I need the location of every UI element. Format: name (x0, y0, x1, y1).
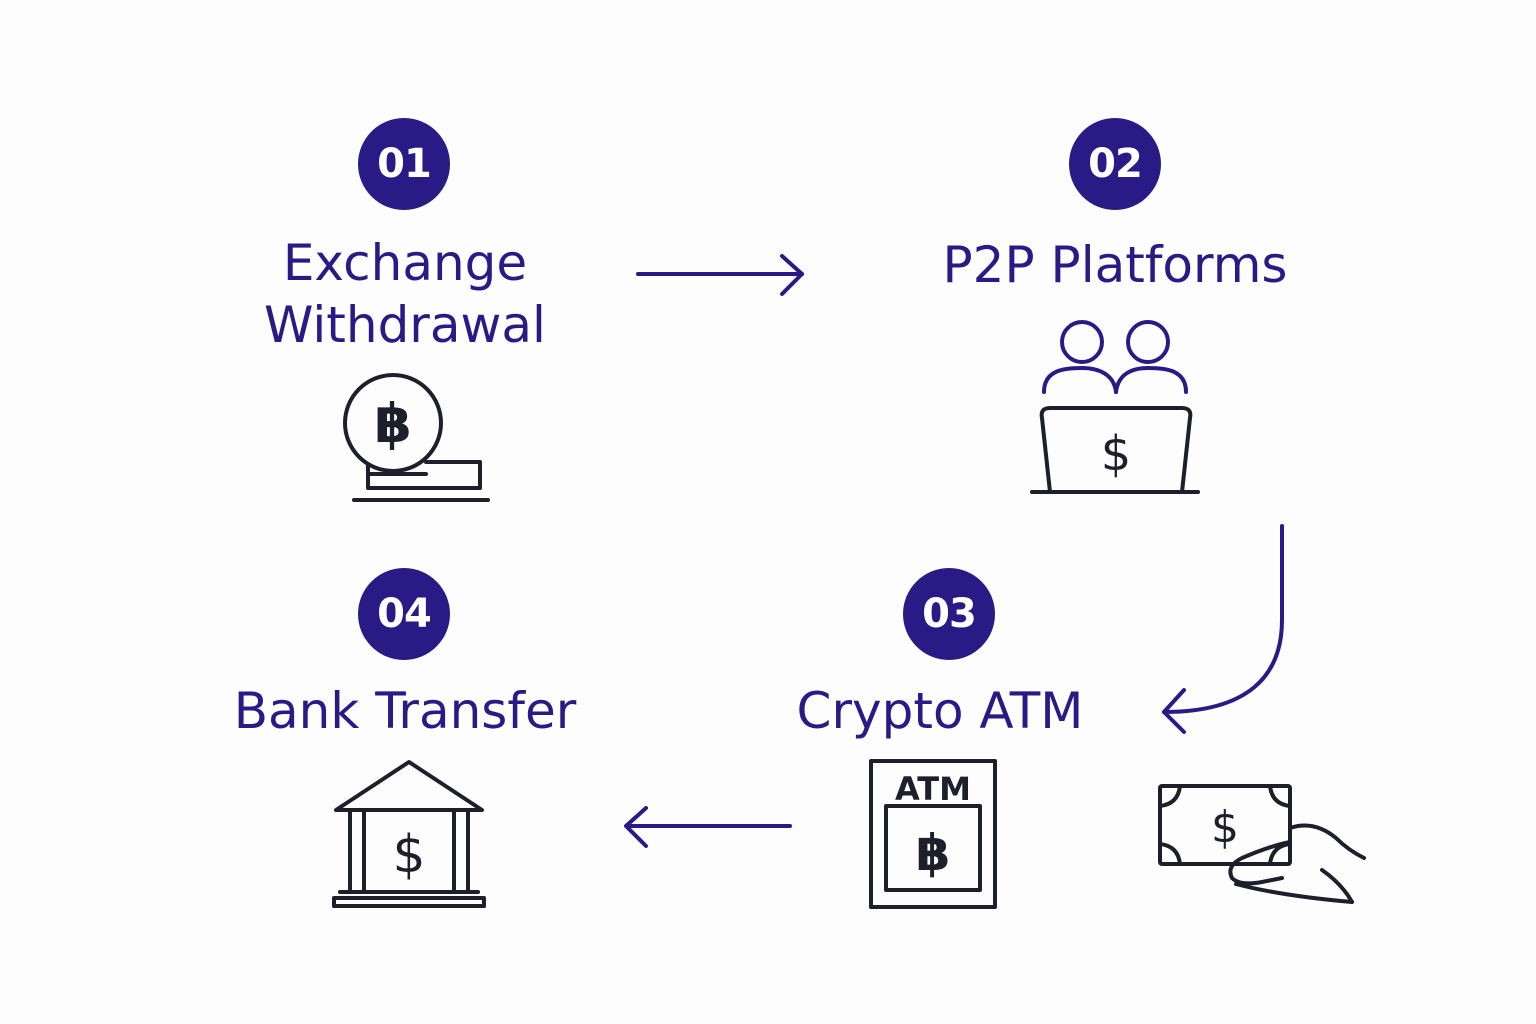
arrow-right-01-to-02 (636, 254, 804, 296)
step-04-title-line-1: Bank Transfer (233, 682, 577, 740)
bitcoin-coin-card-icon: ฿ (343, 373, 490, 502)
step-03-title: Crypto ATM (760, 680, 1120, 742)
step-01-title: Exchange Withdrawal (225, 232, 585, 356)
step-01-badge: 01 (358, 118, 450, 210)
step-02-title-line-1: P2P Platforms (942, 236, 1288, 294)
atm-bitcoin-icon: ATM ฿ (869, 759, 997, 909)
atm-text: ATM (895, 770, 971, 808)
step-02-badge: 02 (1069, 118, 1161, 210)
dollar-symbol: $ (392, 825, 425, 885)
step-01-title-line-2: Withdrawal (264, 296, 546, 354)
step-03-title-line-1: Crypto ATM (796, 682, 1084, 740)
bitcoin-symbol: ฿ (374, 392, 412, 455)
step-01-title-line-1: Exchange (282, 234, 528, 292)
step-03-badge: 03 (903, 568, 995, 660)
bank-dollar-icon: $ (332, 760, 486, 908)
arrow-curved-02-to-03 (1162, 524, 1284, 734)
dollar-symbol: $ (1211, 802, 1239, 853)
people-laptop-dollar-icon: $ (1030, 320, 1200, 494)
dollar-symbol: $ (1101, 426, 1132, 482)
step-04-badge: 04 (358, 568, 450, 660)
step-04-title: Bank Transfer (215, 680, 595, 742)
bitcoin-symbol: ฿ (916, 824, 951, 882)
step-02-title: P2P Platforms (915, 234, 1315, 296)
cash-hand-icon: $ (1158, 784, 1366, 904)
arrow-left-03-to-04 (624, 806, 792, 848)
